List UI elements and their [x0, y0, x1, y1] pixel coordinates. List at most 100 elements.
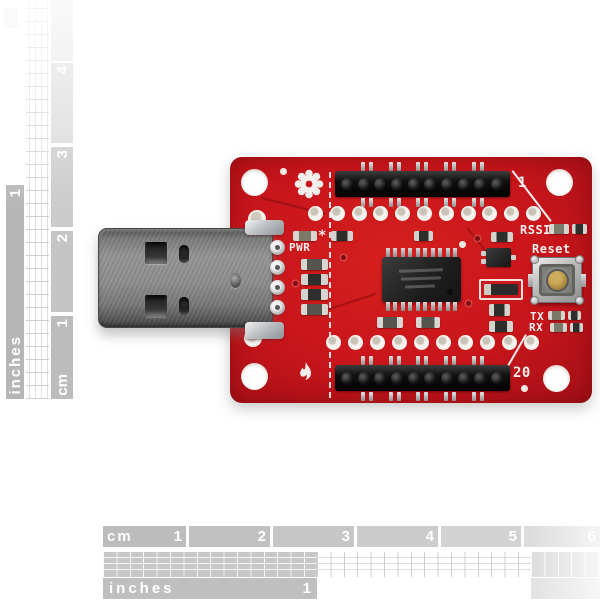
smd-capacitor	[331, 231, 353, 241]
ptip	[360, 392, 365, 401]
ptip	[424, 392, 429, 401]
socket	[457, 177, 471, 191]
mounting-hole-top-right	[546, 169, 573, 196]
top-female-header	[335, 171, 510, 197]
ptip	[396, 392, 401, 401]
hole	[329, 206, 345, 221]
sparkfun-sprocket-icon	[294, 169, 324, 199]
pwr-label: PWR	[289, 241, 311, 254]
top-header-solder-pins	[345, 198, 500, 207]
ptip	[368, 392, 373, 401]
hole	[395, 206, 411, 221]
boxed-component-outline	[479, 279, 523, 300]
mounting-hole-bottom-right	[543, 365, 570, 392]
smd-capacitor	[491, 232, 513, 242]
tx-led-package	[548, 311, 565, 320]
pair	[472, 392, 485, 401]
usb-a-connector	[98, 228, 273, 328]
rx-led-package	[550, 323, 567, 332]
ptip	[368, 162, 373, 171]
sot23-transistor	[481, 248, 516, 267]
usb-shell-hole-top	[145, 242, 167, 264]
ruler-bottom-inches-label: inches	[109, 580, 175, 597]
reset-corner-pad	[531, 297, 538, 304]
socket	[341, 177, 354, 191]
ic-marking-line	[404, 284, 436, 289]
smd-resistor	[301, 259, 328, 270]
sot23-lead	[481, 251, 486, 256]
usb-solder-pin	[270, 260, 285, 275]
socket	[424, 177, 438, 191]
pair	[472, 356, 485, 365]
hole	[308, 206, 323, 221]
ptip	[396, 198, 401, 207]
ptip	[416, 198, 421, 207]
reset-corner-pad	[576, 297, 583, 304]
ruler-bottom-inches-block-2	[531, 578, 600, 599]
ptip	[472, 162, 477, 171]
ptip	[480, 198, 485, 207]
rx-led	[550, 323, 583, 332]
hole	[504, 206, 520, 221]
via	[521, 385, 528, 392]
ptip	[416, 392, 421, 401]
bottom-header-pin-tips	[345, 392, 500, 401]
cpin	[415, 248, 420, 257]
socket	[424, 371, 438, 385]
ic-pins-bottom	[386, 302, 457, 311]
via	[459, 241, 466, 248]
pair	[444, 162, 457, 171]
cm-mark-2: 2	[257, 528, 266, 545]
via-dark	[466, 301, 471, 306]
ptip	[452, 392, 457, 401]
ptip	[360, 162, 365, 171]
ic-pins-top	[386, 248, 457, 257]
bottom-header-sockets	[341, 368, 504, 388]
sparkfun-flame-icon	[300, 362, 311, 380]
socket	[457, 371, 471, 385]
pair	[388, 392, 401, 401]
boxed-component-body	[484, 284, 518, 295]
pcb-board: 1 RSSI Reset	[230, 157, 592, 403]
bottom-header-solder-pins	[345, 356, 500, 365]
socket	[440, 371, 454, 385]
rx-label: RX	[529, 321, 544, 334]
hole	[348, 335, 363, 350]
ruler-bottom-inches-block-1: inches 1	[103, 578, 317, 599]
rssi-resistor	[572, 224, 587, 234]
reset-corner-pad	[576, 256, 583, 263]
ptip	[388, 162, 393, 171]
inch-mark-1: 1	[302, 580, 311, 597]
ptip	[396, 356, 401, 365]
ruler-left-inches-label: inches	[6, 335, 24, 395]
ruler-left-cm-block-4: 4	[51, 63, 73, 143]
hole	[416, 206, 432, 221]
ptip	[452, 356, 457, 365]
pair	[360, 198, 373, 207]
ruler-bottom-cm-block-6: 6	[524, 526, 600, 547]
pair	[444, 392, 457, 401]
cpin	[393, 248, 398, 257]
tx-resistor	[568, 311, 581, 320]
ptip	[424, 356, 429, 365]
hole	[373, 206, 389, 221]
hole	[351, 206, 367, 221]
reset-side-tab	[528, 274, 533, 287]
cpin	[408, 248, 413, 257]
ptip	[452, 162, 457, 171]
cm-mark-2: 2	[53, 234, 71, 243]
pwr-led	[293, 231, 317, 241]
hole	[436, 335, 451, 350]
ptip	[452, 198, 457, 207]
hole	[525, 206, 541, 221]
hole	[392, 335, 407, 350]
pair	[388, 198, 401, 207]
top-header-pin-tips	[345, 162, 500, 171]
sot23-lead	[481, 259, 486, 264]
ptip	[472, 198, 477, 207]
pair	[472, 162, 485, 171]
hole	[458, 335, 473, 350]
cpin	[400, 248, 405, 257]
top-header-sockets	[341, 174, 504, 194]
rssi-led	[549, 224, 587, 234]
